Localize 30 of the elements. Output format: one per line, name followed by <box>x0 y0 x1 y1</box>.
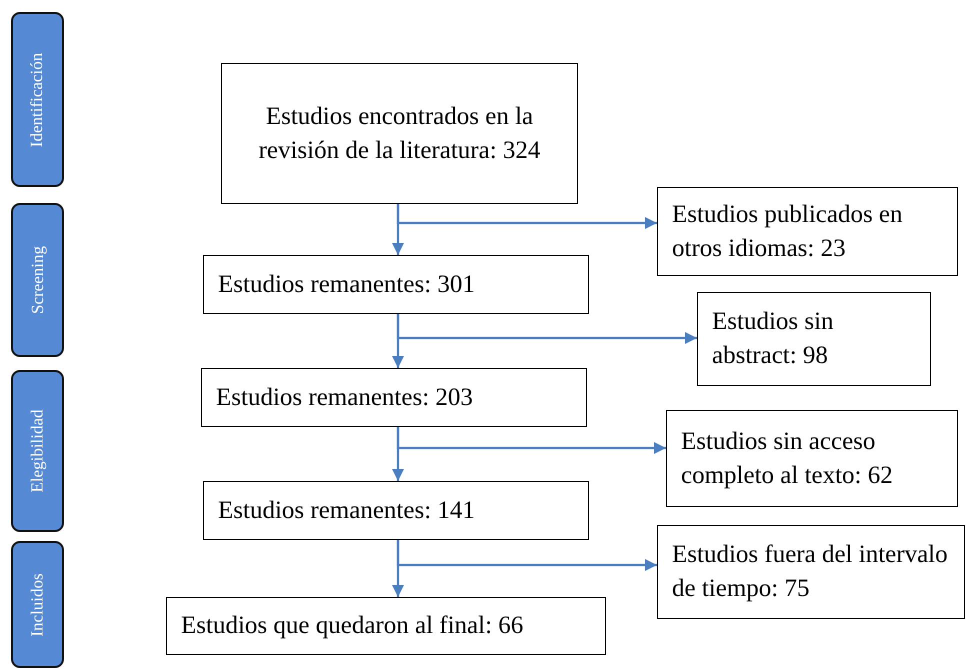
arrow <box>392 540 404 597</box>
phase-label: Screening <box>28 246 48 314</box>
process-box <box>666 410 958 507</box>
arrow <box>392 204 404 255</box>
box-text: Estudios que quedaron al final: 66 <box>181 611 524 641</box>
process-box <box>657 187 958 276</box>
process-box <box>166 597 606 655</box>
phase-label-box <box>11 12 64 187</box>
box-text: Estudios fuera del intervalo de tiempo: 75 <box>672 540 949 604</box>
process-box <box>697 292 931 386</box>
box-text: Estudios publicados en otros idiomas: 23 <box>672 200 904 264</box>
process-box <box>201 368 587 427</box>
phase-label: Elegibilidad <box>28 409 48 493</box>
phase-label: Identificación <box>28 52 48 147</box>
arrow <box>392 314 404 368</box>
box-text: Estudios remanentes: 203 <box>216 382 473 412</box>
phase-label-box <box>11 541 64 668</box>
box-text: Estudios sin abstract: 98 <box>712 307 835 371</box>
box-text: Estudios remanentes: 301 <box>218 270 475 300</box>
process-box <box>203 481 589 540</box>
box-text: Estudios remanentes: 141 <box>218 496 475 526</box>
box-text: Estudios sin acceso completo al texto: 62 <box>681 426 894 490</box>
phase-label: Incluidos <box>28 572 48 636</box>
process-box <box>221 63 578 204</box>
process-box <box>203 255 589 314</box>
phase-label-box <box>11 370 64 532</box>
process-box <box>657 525 965 619</box>
phase-label-box <box>11 203 64 357</box>
box-text: Estudios encontrados en la revisión de la literatura: 324 <box>258 102 542 166</box>
arrow <box>392 427 404 481</box>
